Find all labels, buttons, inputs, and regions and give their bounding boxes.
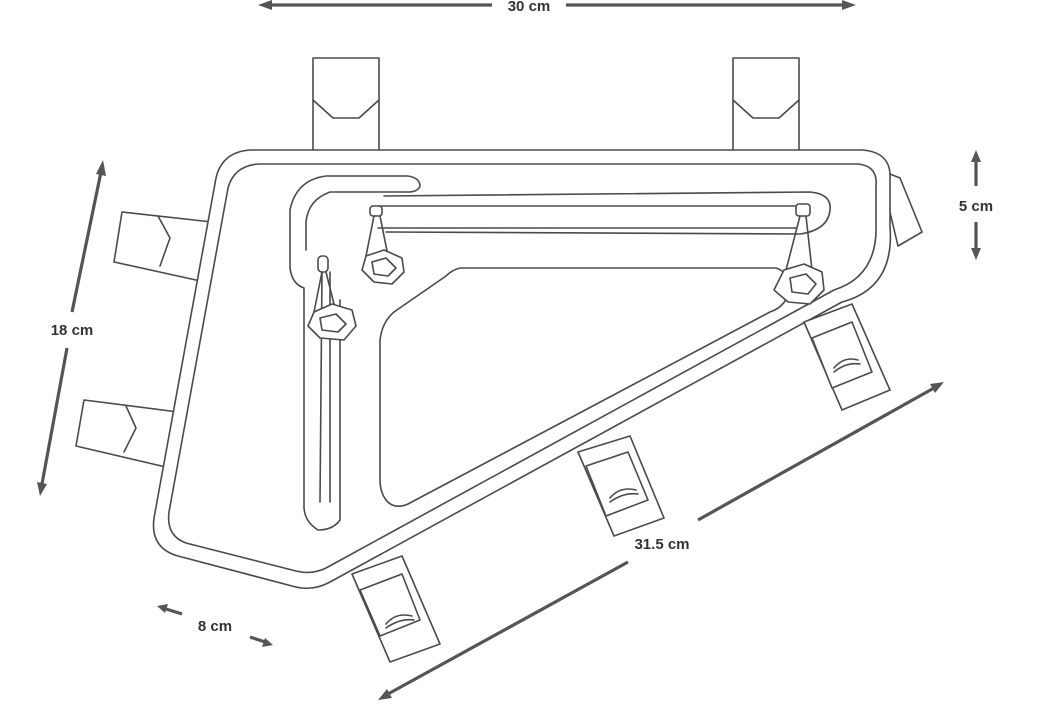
zip-puller-middle bbox=[361, 205, 405, 285]
down-strap-rear bbox=[803, 303, 891, 411]
down-strap-middle bbox=[577, 435, 665, 537]
bag-seam bbox=[167, 163, 877, 574]
zip-puller-right bbox=[773, 203, 825, 305]
dimension-bottom-length: 31.5 cm bbox=[378, 382, 944, 700]
zip-track bbox=[289, 175, 831, 531]
zip-line-top bbox=[377, 205, 797, 229]
bag-body bbox=[152, 149, 892, 590]
dimension-label-front-height: 18 cm bbox=[51, 322, 94, 339]
zip-puller-left bbox=[307, 255, 357, 341]
dimension-rear-height: 5 cm bbox=[959, 150, 993, 260]
dimension-label-rear-depth: 8 cm bbox=[198, 618, 232, 635]
head-strap-lower bbox=[75, 399, 179, 469]
dimension-top-width: 30 cm bbox=[258, 0, 856, 15]
top-strap-rear bbox=[732, 57, 800, 155]
down-strap-front bbox=[351, 555, 441, 663]
dimension-rear-depth: 8 cm bbox=[157, 604, 273, 647]
dimension-label-rear-height: 5 cm bbox=[959, 198, 993, 215]
dimension-front-height: 18 cm bbox=[37, 160, 106, 496]
bag-outline bbox=[152, 149, 892, 590]
dimension-label-top: 30 cm bbox=[508, 0, 551, 15]
top-strap-front bbox=[312, 57, 380, 155]
dimension-label-bottom-length: 31.5 cm bbox=[634, 536, 689, 553]
head-strap-upper bbox=[113, 211, 213, 283]
